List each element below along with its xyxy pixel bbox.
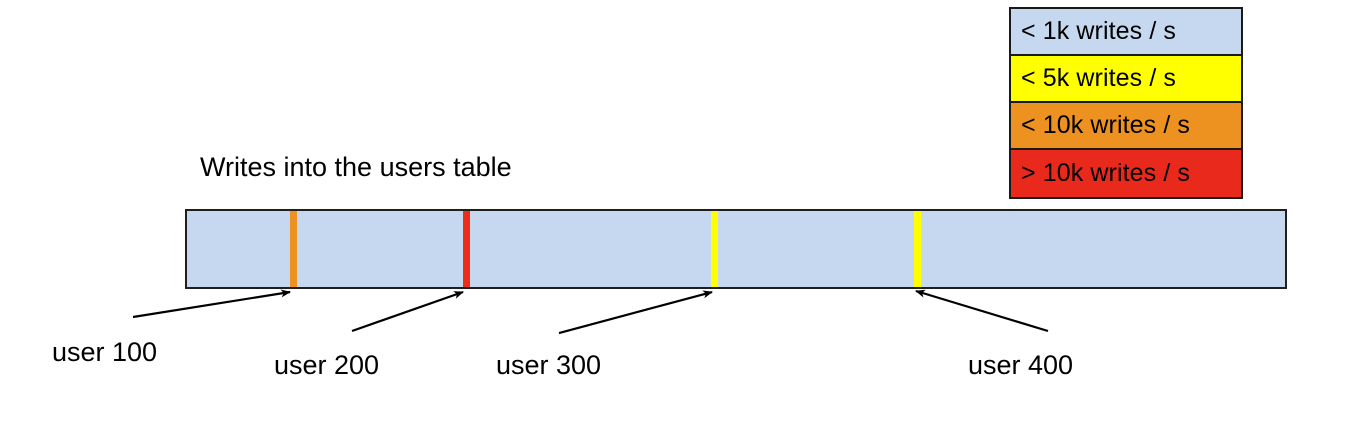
label-user-300: user 300 bbox=[496, 350, 602, 380]
stripe-user-300 bbox=[711, 211, 718, 287]
arrow-user-400 bbox=[915, 289, 1049, 333]
legend-row-lt-10k: < 10k writes / s bbox=[1011, 103, 1241, 150]
legend-label-lt-1k: < 1k writes / s bbox=[1021, 17, 1177, 45]
legend-label-gt-10k: > 10k writes / s bbox=[1021, 159, 1191, 187]
legend-row-lt-1k: < 1k writes / s bbox=[1011, 9, 1241, 56]
legend-row-lt-5k: < 5k writes / s bbox=[1011, 56, 1241, 103]
label-user-200: user 200 bbox=[274, 350, 380, 380]
legend-label-lt-5k: < 5k writes / s bbox=[1021, 64, 1177, 92]
arrow-user-300 bbox=[558, 290, 713, 335]
legend-row-gt-10k: > 10k writes / s bbox=[1011, 150, 1241, 197]
stripe-user-400 bbox=[914, 211, 921, 287]
writes-rate-legend: < 1k writes / s < 5k writes / s < 10k wr… bbox=[1009, 7, 1243, 199]
label-user-400: user 400 bbox=[968, 350, 1074, 380]
page-title: Writes into the users table bbox=[200, 152, 512, 182]
arrow-user-100 bbox=[132, 289, 291, 319]
users-table-keyspace-bar bbox=[185, 209, 1287, 289]
stripe-user-100 bbox=[290, 211, 297, 287]
arrow-user-200 bbox=[351, 290, 464, 333]
label-user-100: user 100 bbox=[52, 337, 158, 367]
stripe-user-200 bbox=[463, 211, 470, 287]
legend-label-lt-10k: < 10k writes / s bbox=[1021, 111, 1191, 139]
